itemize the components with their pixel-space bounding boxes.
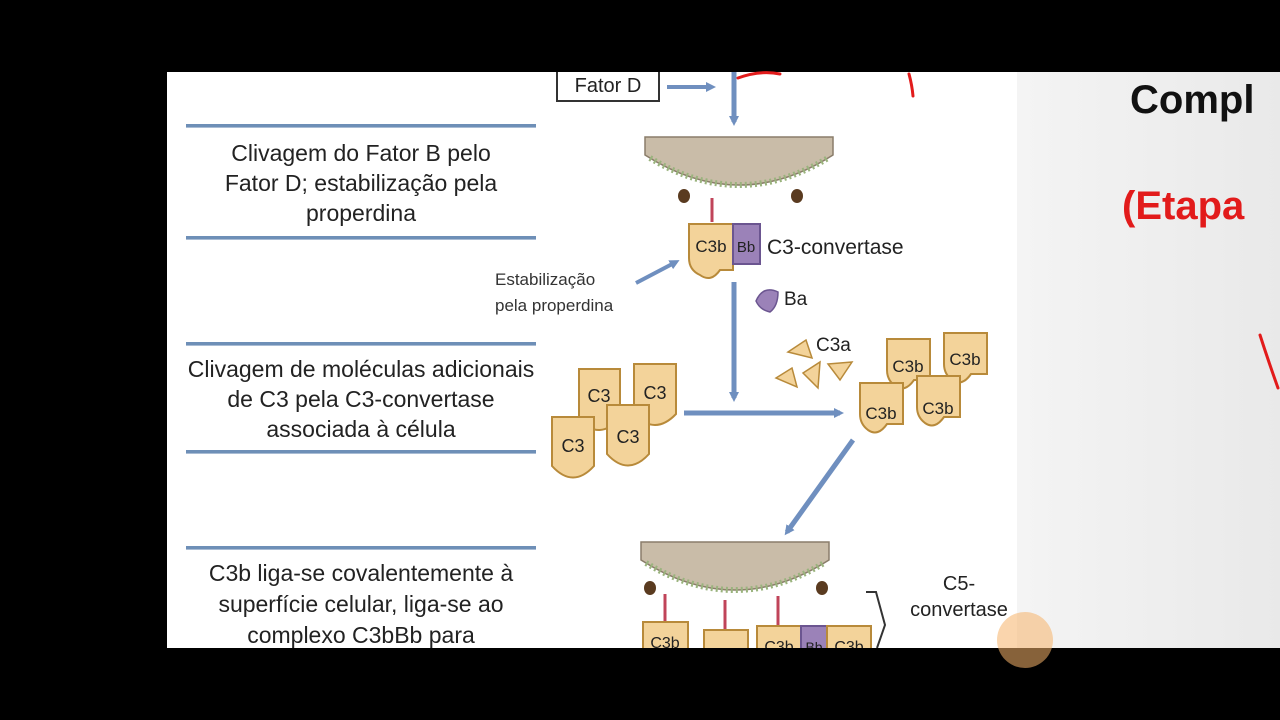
step-divider xyxy=(186,236,536,240)
c3b-label: C3b xyxy=(695,237,726,256)
fator-d-label: Fator D xyxy=(556,72,660,102)
c3-molecules: C3 C3 C3 C3 xyxy=(551,363,677,479)
c3b-molecules: C3b C3b C3b C3b xyxy=(859,332,988,434)
svg-text:C3b: C3b xyxy=(764,639,793,656)
pela-properdina-label: pela properdina xyxy=(495,296,614,315)
svg-text:C3: C3 xyxy=(561,436,584,456)
svg-text:C3b: C3b xyxy=(650,635,679,652)
red-annotations xyxy=(736,71,1280,390)
slide-side-panel xyxy=(1017,72,1280,648)
svg-text:C3b: C3b xyxy=(892,357,923,376)
svg-text:C3b: C3b xyxy=(865,404,896,423)
c3b-molecule: C3b xyxy=(943,332,988,384)
c3b-molecule: C3b xyxy=(886,338,931,390)
step-text-3: C3b liga-se covalentemente à superfície … xyxy=(208,560,514,648)
svg-text:C3: C3 xyxy=(587,386,610,406)
c5-label-line1: C5- xyxy=(943,573,975,595)
bb-label: Bb xyxy=(737,239,755,256)
step-text-2: Clivagem de moléculas adicionais de C3 p… xyxy=(187,356,535,442)
step-divider xyxy=(186,124,536,128)
c3b-molecule: C3b xyxy=(859,382,904,434)
cell-membrane-bottom xyxy=(640,541,830,630)
c3-convertase-label: C3-convertase xyxy=(767,236,904,259)
svg-text:C3: C3 xyxy=(643,383,666,403)
estabilizacao-label: Estabilização xyxy=(495,270,595,289)
c5-convertase-molecules: C3b C3b Bb C3b xyxy=(642,621,872,656)
ba-label: Ba xyxy=(784,289,808,310)
svg-text:Bb: Bb xyxy=(805,639,822,655)
arrow-estabilizacao xyxy=(635,260,680,285)
c3a-label: C3a xyxy=(816,335,851,356)
step-divider xyxy=(186,546,536,550)
arrow-diagonal xyxy=(784,438,856,536)
svg-text:C3b: C3b xyxy=(949,350,980,369)
step-text-1: Clivagem do Fator B pelo Fator D; estabi… xyxy=(224,140,498,226)
svg-text:C3b: C3b xyxy=(834,639,863,656)
c3a-fragments xyxy=(774,338,854,390)
svg-text:C3: C3 xyxy=(616,427,639,447)
cursor-highlight xyxy=(997,612,1053,668)
c3bbb-complex: C3b Bb xyxy=(688,223,761,280)
step-box-1: Clivagem do Fator B pelo Fator D; estabi… xyxy=(186,124,536,240)
slide-subtitle: (Etapa xyxy=(1122,184,1245,228)
c3-molecule: C3 xyxy=(606,404,650,467)
c5-label-line2: convertase xyxy=(910,599,1008,621)
c5-convertase-bracket xyxy=(866,591,887,648)
c3b-molecule: C3b xyxy=(916,375,961,427)
step-divider xyxy=(186,450,536,454)
ba-fragment xyxy=(755,289,779,313)
slide-title: Compl xyxy=(1130,78,1255,122)
cell-membrane-top xyxy=(644,136,834,222)
step-box-2: Clivagem de moléculas adicionais de C3 p… xyxy=(186,342,536,454)
svg-text:C3b: C3b xyxy=(922,399,953,418)
c3-molecule: C3 xyxy=(551,416,595,479)
diagram-panel xyxy=(167,72,1017,648)
step-box-3: C3b liga-se covalentemente à superfície … xyxy=(186,546,536,651)
step-divider xyxy=(186,342,536,346)
